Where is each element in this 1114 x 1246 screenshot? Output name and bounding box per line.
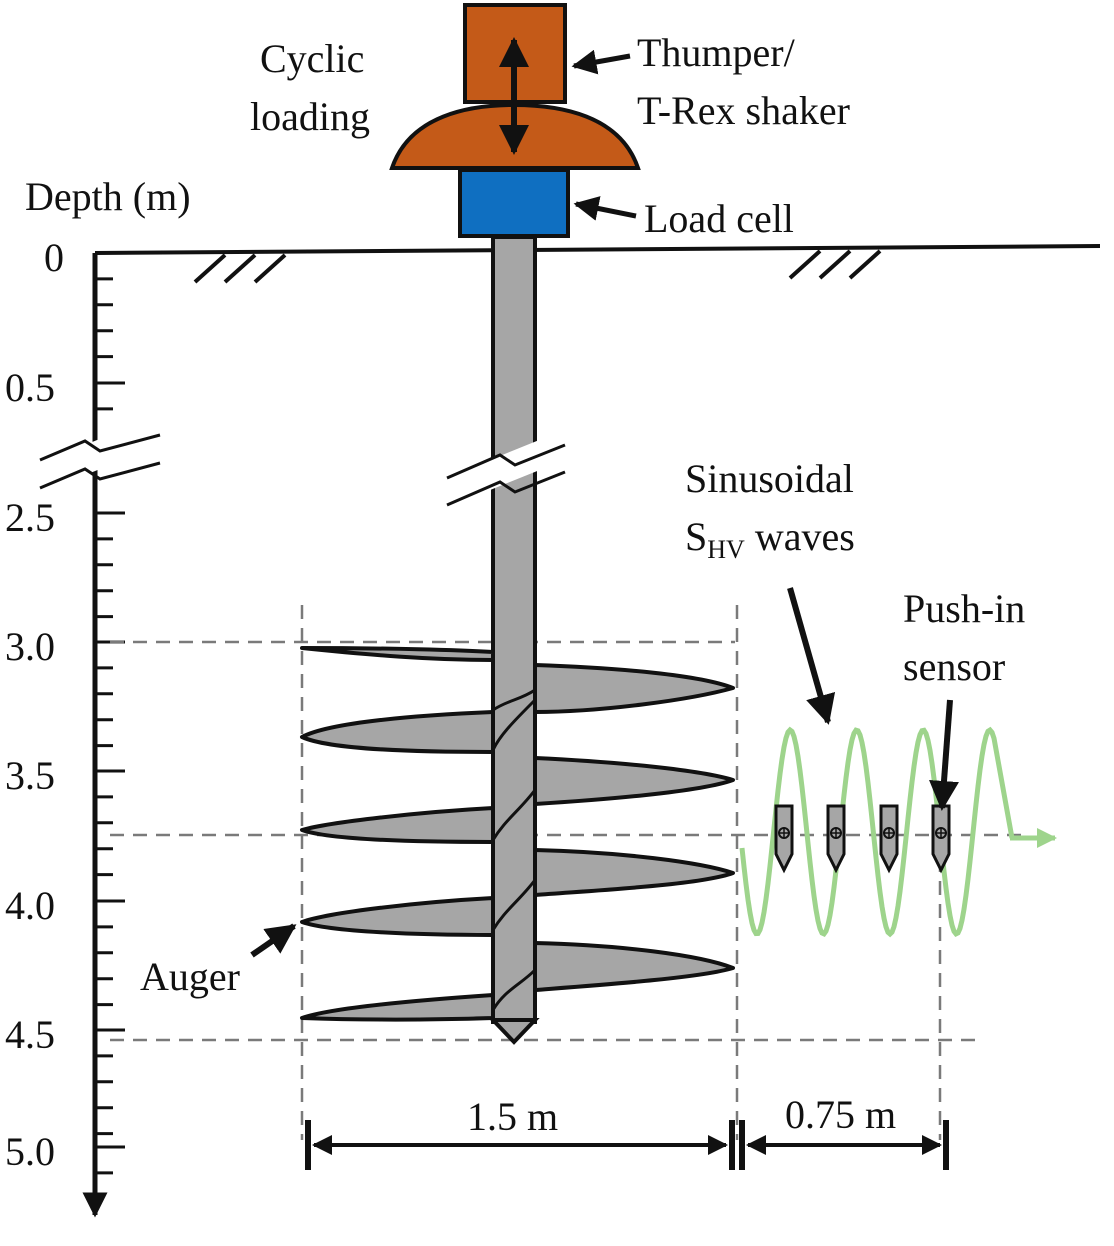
thumper-label: T-Rex shaker — [637, 88, 850, 133]
depth-axis-label: Depth (m) — [25, 174, 191, 219]
auger-label: Auger — [140, 954, 240, 999]
hatch-icon — [193, 253, 287, 284]
shv-subscript: HV — [707, 535, 745, 564]
push-in-label: Push-in — [903, 586, 1025, 631]
hatch-icon — [788, 249, 882, 280]
depth-tick-label: 3.5 — [5, 753, 55, 798]
push-in-sensor-icon — [826, 804, 846, 874]
depth-axis-minor-ticks — [95, 277, 113, 1175]
arrow-icon — [787, 587, 836, 725]
depth-tick-label: 4.0 — [5, 883, 55, 928]
thumper-shaker — [389, 3, 641, 170]
load-cell — [458, 168, 570, 238]
depth-tick-label: 0 — [44, 235, 64, 280]
dimension-auger-width: 1.5 m — [305, 1094, 735, 1170]
dimension-sensor-offset: 0.75 m — [739, 1092, 949, 1170]
auger-shaft — [443, 235, 566, 1045]
shv-wave — [739, 726, 1057, 938]
sinusoidal-label: Sinusoidal — [685, 456, 854, 501]
depth-axis: Depth (m) 0 0.5 2.5 3.0 3.5 4.0 4.5 5.0 — [5, 174, 191, 1218]
push-in-sensor-icon — [931, 804, 951, 874]
arrow-icon — [929, 699, 959, 811]
arrow-icon — [571, 49, 631, 75]
push-in-label: sensor — [903, 644, 1005, 689]
arrow-icon — [250, 923, 297, 958]
depth-tick-label: 3.0 — [5, 624, 55, 669]
depth-axis-major-ticks — [95, 251, 125, 1149]
push-in-sensor-icon — [774, 804, 794, 874]
depth-tick-label: 4.5 — [5, 1012, 55, 1057]
depth-tick-label: 0.5 — [5, 365, 55, 410]
cyclic-loading-label: loading — [250, 94, 370, 139]
reference-lines — [110, 605, 1030, 1140]
depth-tick-label: 2.5 — [5, 495, 55, 540]
dimension-label: 0.75 m — [785, 1092, 896, 1137]
auger-flights — [300, 646, 735, 1022]
shv-s: S — [685, 514, 707, 559]
dimension-label: 1.5 m — [467, 1094, 558, 1139]
arrow-icon — [573, 196, 637, 221]
depth-tick-label: 5.0 — [5, 1129, 55, 1174]
ground-surface — [94, 244, 1101, 284]
shv-rest: waves — [745, 514, 855, 559]
shv-waves-label: SHV waves — [685, 514, 855, 564]
push-in-sensor-icon — [879, 804, 899, 874]
push-in-sensors — [774, 804, 951, 874]
load-cell-label: Load cell — [644, 196, 794, 241]
cyclic-loading-label: Cyclic — [260, 36, 364, 81]
break-icon — [443, 433, 566, 507]
thumper-label: Thumper/ — [637, 30, 796, 75]
axis-break-icon — [39, 416, 166, 490]
